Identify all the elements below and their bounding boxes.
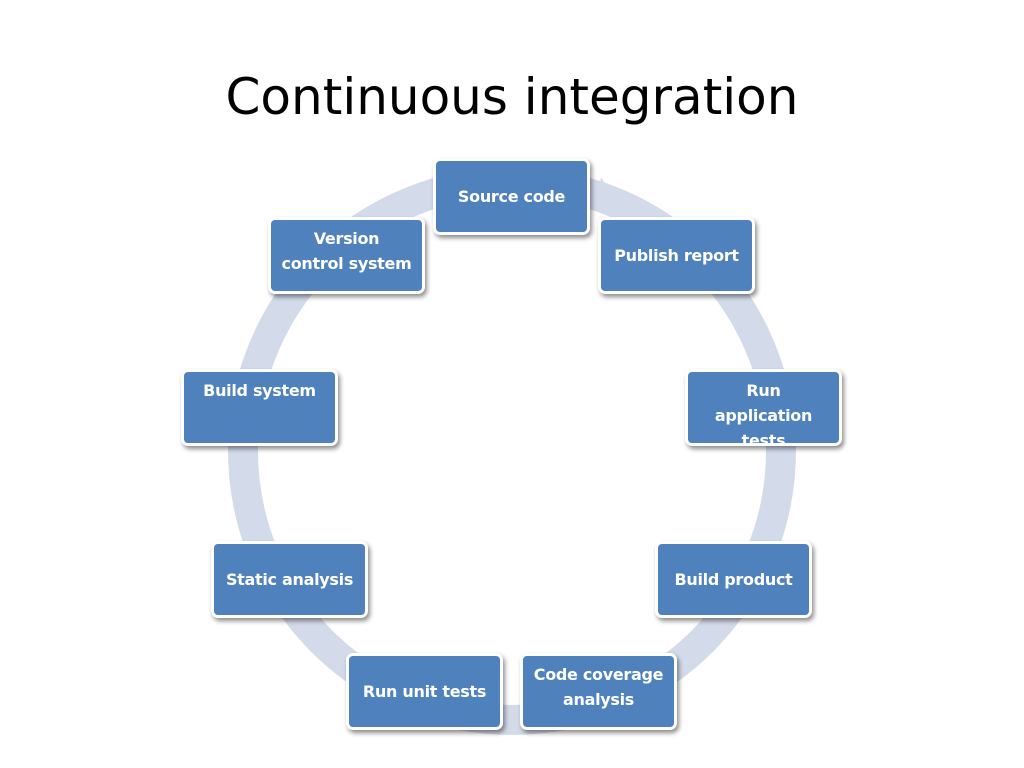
node-version-control-system[interactable]: Version control system <box>268 217 425 294</box>
node-code-coverage-analysis[interactable]: Code coverage analysis <box>520 653 677 730</box>
node-publish-report[interactable]: Publish report <box>598 217 755 294</box>
cycle-arrowhead-icon <box>598 177 627 219</box>
node-label: Run application tests <box>714 381 813 450</box>
node-label: Build system <box>203 381 316 400</box>
node-label: Code coverage analysis <box>533 665 664 709</box>
node-run-application-tests[interactable]: Run application tests <box>685 369 842 450</box>
node-label: Source code <box>457 187 566 206</box>
node-label: Run unit tests <box>362 682 487 701</box>
node-build-system[interactable]: Build system <box>181 369 338 446</box>
node-build-product[interactable]: Build product <box>655 541 812 618</box>
node-static-analysis[interactable]: Static analysis <box>211 541 368 618</box>
slide-title: Continuous integration <box>225 68 799 126</box>
node-source-code[interactable]: Source code <box>433 158 590 235</box>
node-label: Static analysis <box>225 570 354 589</box>
node-label: Version control system <box>281 229 412 273</box>
node-run-unit-tests[interactable]: Run unit tests <box>346 653 503 730</box>
node-label: Publish report <box>614 246 739 265</box>
node-label: Build product <box>674 570 793 589</box>
